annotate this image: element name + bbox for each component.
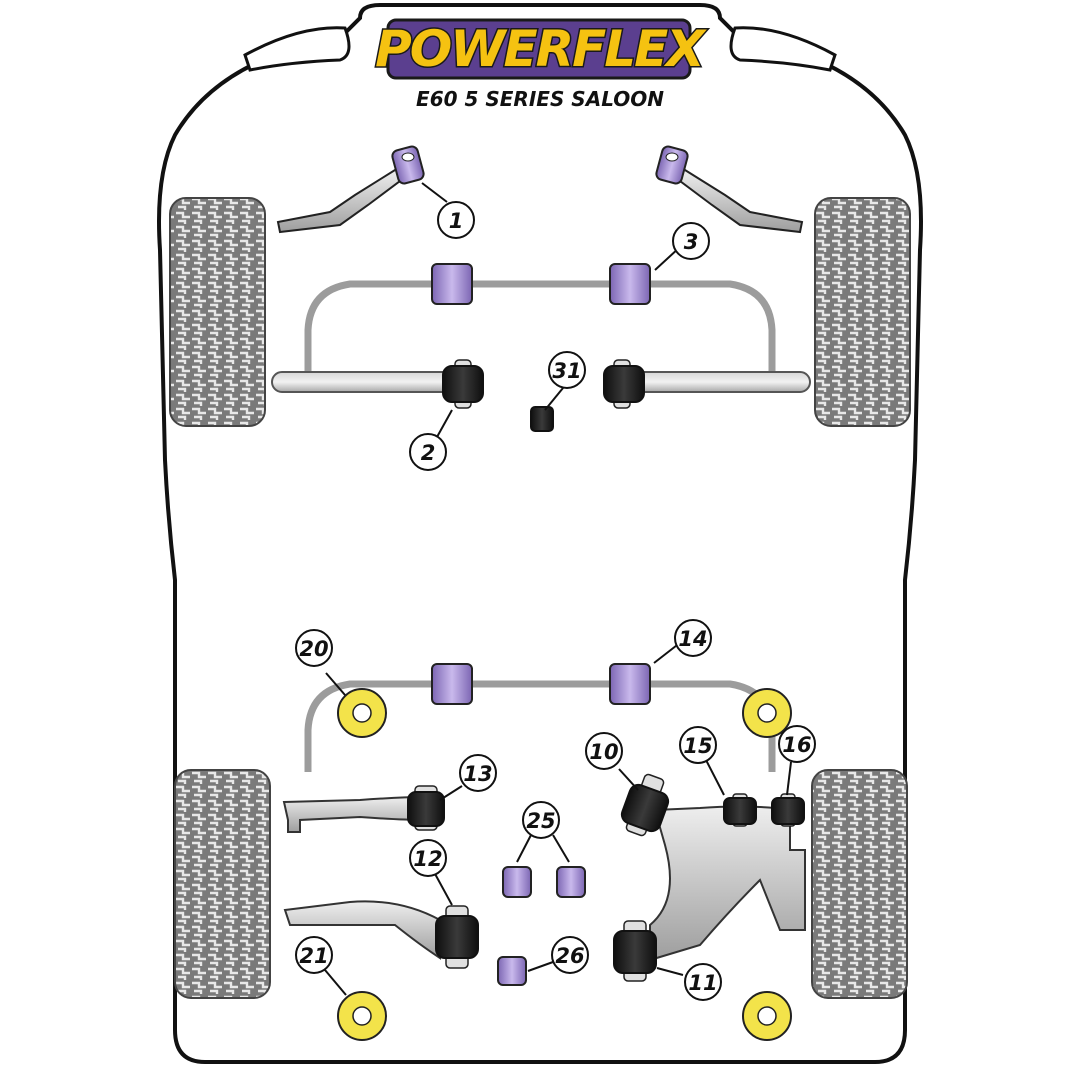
callout-21: 21 (295, 936, 333, 974)
svg-text:13: 13 (463, 762, 492, 786)
svg-text:1: 1 (449, 209, 464, 233)
rear-arb-bush-right (609, 663, 651, 705)
svg-text:31: 31 (552, 359, 581, 383)
svg-text:16: 16 (782, 733, 811, 757)
front-arb-bush-right (609, 263, 651, 305)
callout-16: 16 (778, 725, 816, 763)
front-left-radius-bush (442, 359, 484, 409)
bush-25-left (502, 866, 532, 898)
front-right-radius-bush (603, 359, 645, 409)
bush-31 (530, 406, 554, 432)
callout-10: 10 (585, 732, 623, 770)
svg-text:15: 15 (683, 734, 712, 758)
svg-text:25: 25 (526, 809, 555, 833)
brand-badge (386, 18, 692, 80)
bush-12 (435, 905, 479, 969)
leader-lines (324, 182, 792, 996)
front-left-lower-arm (271, 371, 453, 393)
bush-16 (771, 793, 805, 827)
svg-text:10: 10 (589, 740, 618, 764)
front-right-arm-bush (655, 145, 689, 185)
right-mirror (729, 26, 837, 72)
yellow-mount-21 (337, 991, 387, 1041)
callout-31: 31 (548, 351, 586, 389)
callout-11: 11 (684, 963, 722, 1001)
rear-arb-bush-left (431, 663, 473, 705)
model-title: E60 5 SERIES SALOON (416, 87, 664, 111)
yellow-mount-rear-right-upper (742, 688, 792, 738)
left-mirror (243, 26, 351, 72)
callout-25: 25 (522, 801, 560, 839)
bush-10 (620, 773, 670, 837)
callout-1: 1 (437, 201, 475, 239)
svg-text:12: 12 (413, 847, 442, 871)
callout-13: 13 (459, 754, 497, 792)
tyre-front-right (814, 197, 911, 427)
bush-11 (613, 920, 657, 982)
bush-13 (407, 785, 445, 831)
callout-3: 3 (672, 222, 710, 260)
callout-15: 15 (679, 726, 717, 764)
brand-logo: POWERFLEX (375, 20, 707, 78)
bush-26 (497, 956, 527, 986)
callout-20: 20 (295, 629, 333, 667)
car-body-outline (157, 3, 923, 1064)
yellow-mount-20 (337, 688, 387, 738)
tyre-rear-right (811, 769, 908, 999)
bush-15 (723, 793, 757, 827)
front-left-arm-bush (391, 145, 425, 185)
svg-text:20: 20 (299, 637, 328, 661)
bush-25-right (556, 866, 586, 898)
tyre-front-left (169, 197, 266, 427)
tyre-rear-left (174, 769, 271, 999)
callout-12: 12 (409, 839, 447, 877)
svg-text:26: 26 (555, 944, 584, 968)
svg-text:3: 3 (684, 230, 699, 254)
yellow-mount-rear-right-lower (742, 991, 792, 1041)
callout-26: 26 (551, 936, 589, 974)
front-anti-roll-bar (304, 280, 776, 372)
front-arb-bush-left (431, 263, 473, 305)
svg-text:11: 11 (688, 971, 717, 995)
svg-text:14: 14 (678, 627, 707, 651)
svg-text:21: 21 (299, 944, 328, 968)
callout-14: 14 (674, 619, 712, 657)
callout-2: 2 (409, 433, 447, 471)
front-right-lower-arm (627, 371, 811, 393)
svg-text:2: 2 (421, 441, 436, 465)
